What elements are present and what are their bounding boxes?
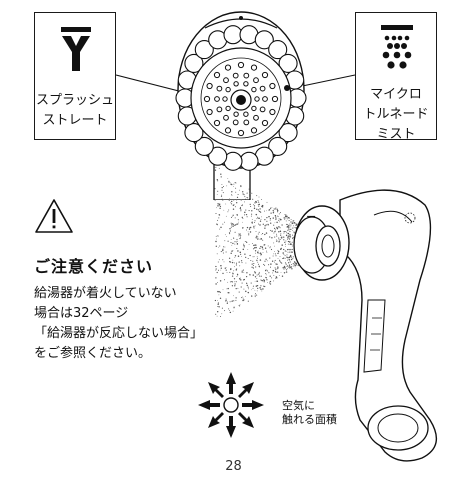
mode-label-splash-straight: スプラッシュ ストレート	[35, 93, 114, 128]
mode-label-micro-tornado-mist: マイクロ トルネード ミスト	[363, 87, 429, 142]
touch-area-label: 空気に 触れる面積	[282, 399, 337, 426]
mode-box-splash-straight: スプラッシュ ストレート	[34, 12, 116, 140]
caution-title: ご注意ください	[34, 257, 154, 276]
shower-head-face-illustration	[115, 11, 356, 200]
caution-body: 給湯器が着火していない 場合は32ページ 「給湯器が反応しない場合」 をご参照く…	[34, 286, 204, 361]
touch-area-burst-icon	[198, 372, 264, 438]
micro-tornado-mist-icon	[381, 25, 413, 69]
mode-box-micro-tornado-mist: マイクロ トルネード ミスト	[355, 12, 437, 142]
splash-straight-icon	[61, 27, 91, 71]
page-number: 28	[225, 459, 242, 474]
warning-triangle-icon	[35, 199, 73, 233]
